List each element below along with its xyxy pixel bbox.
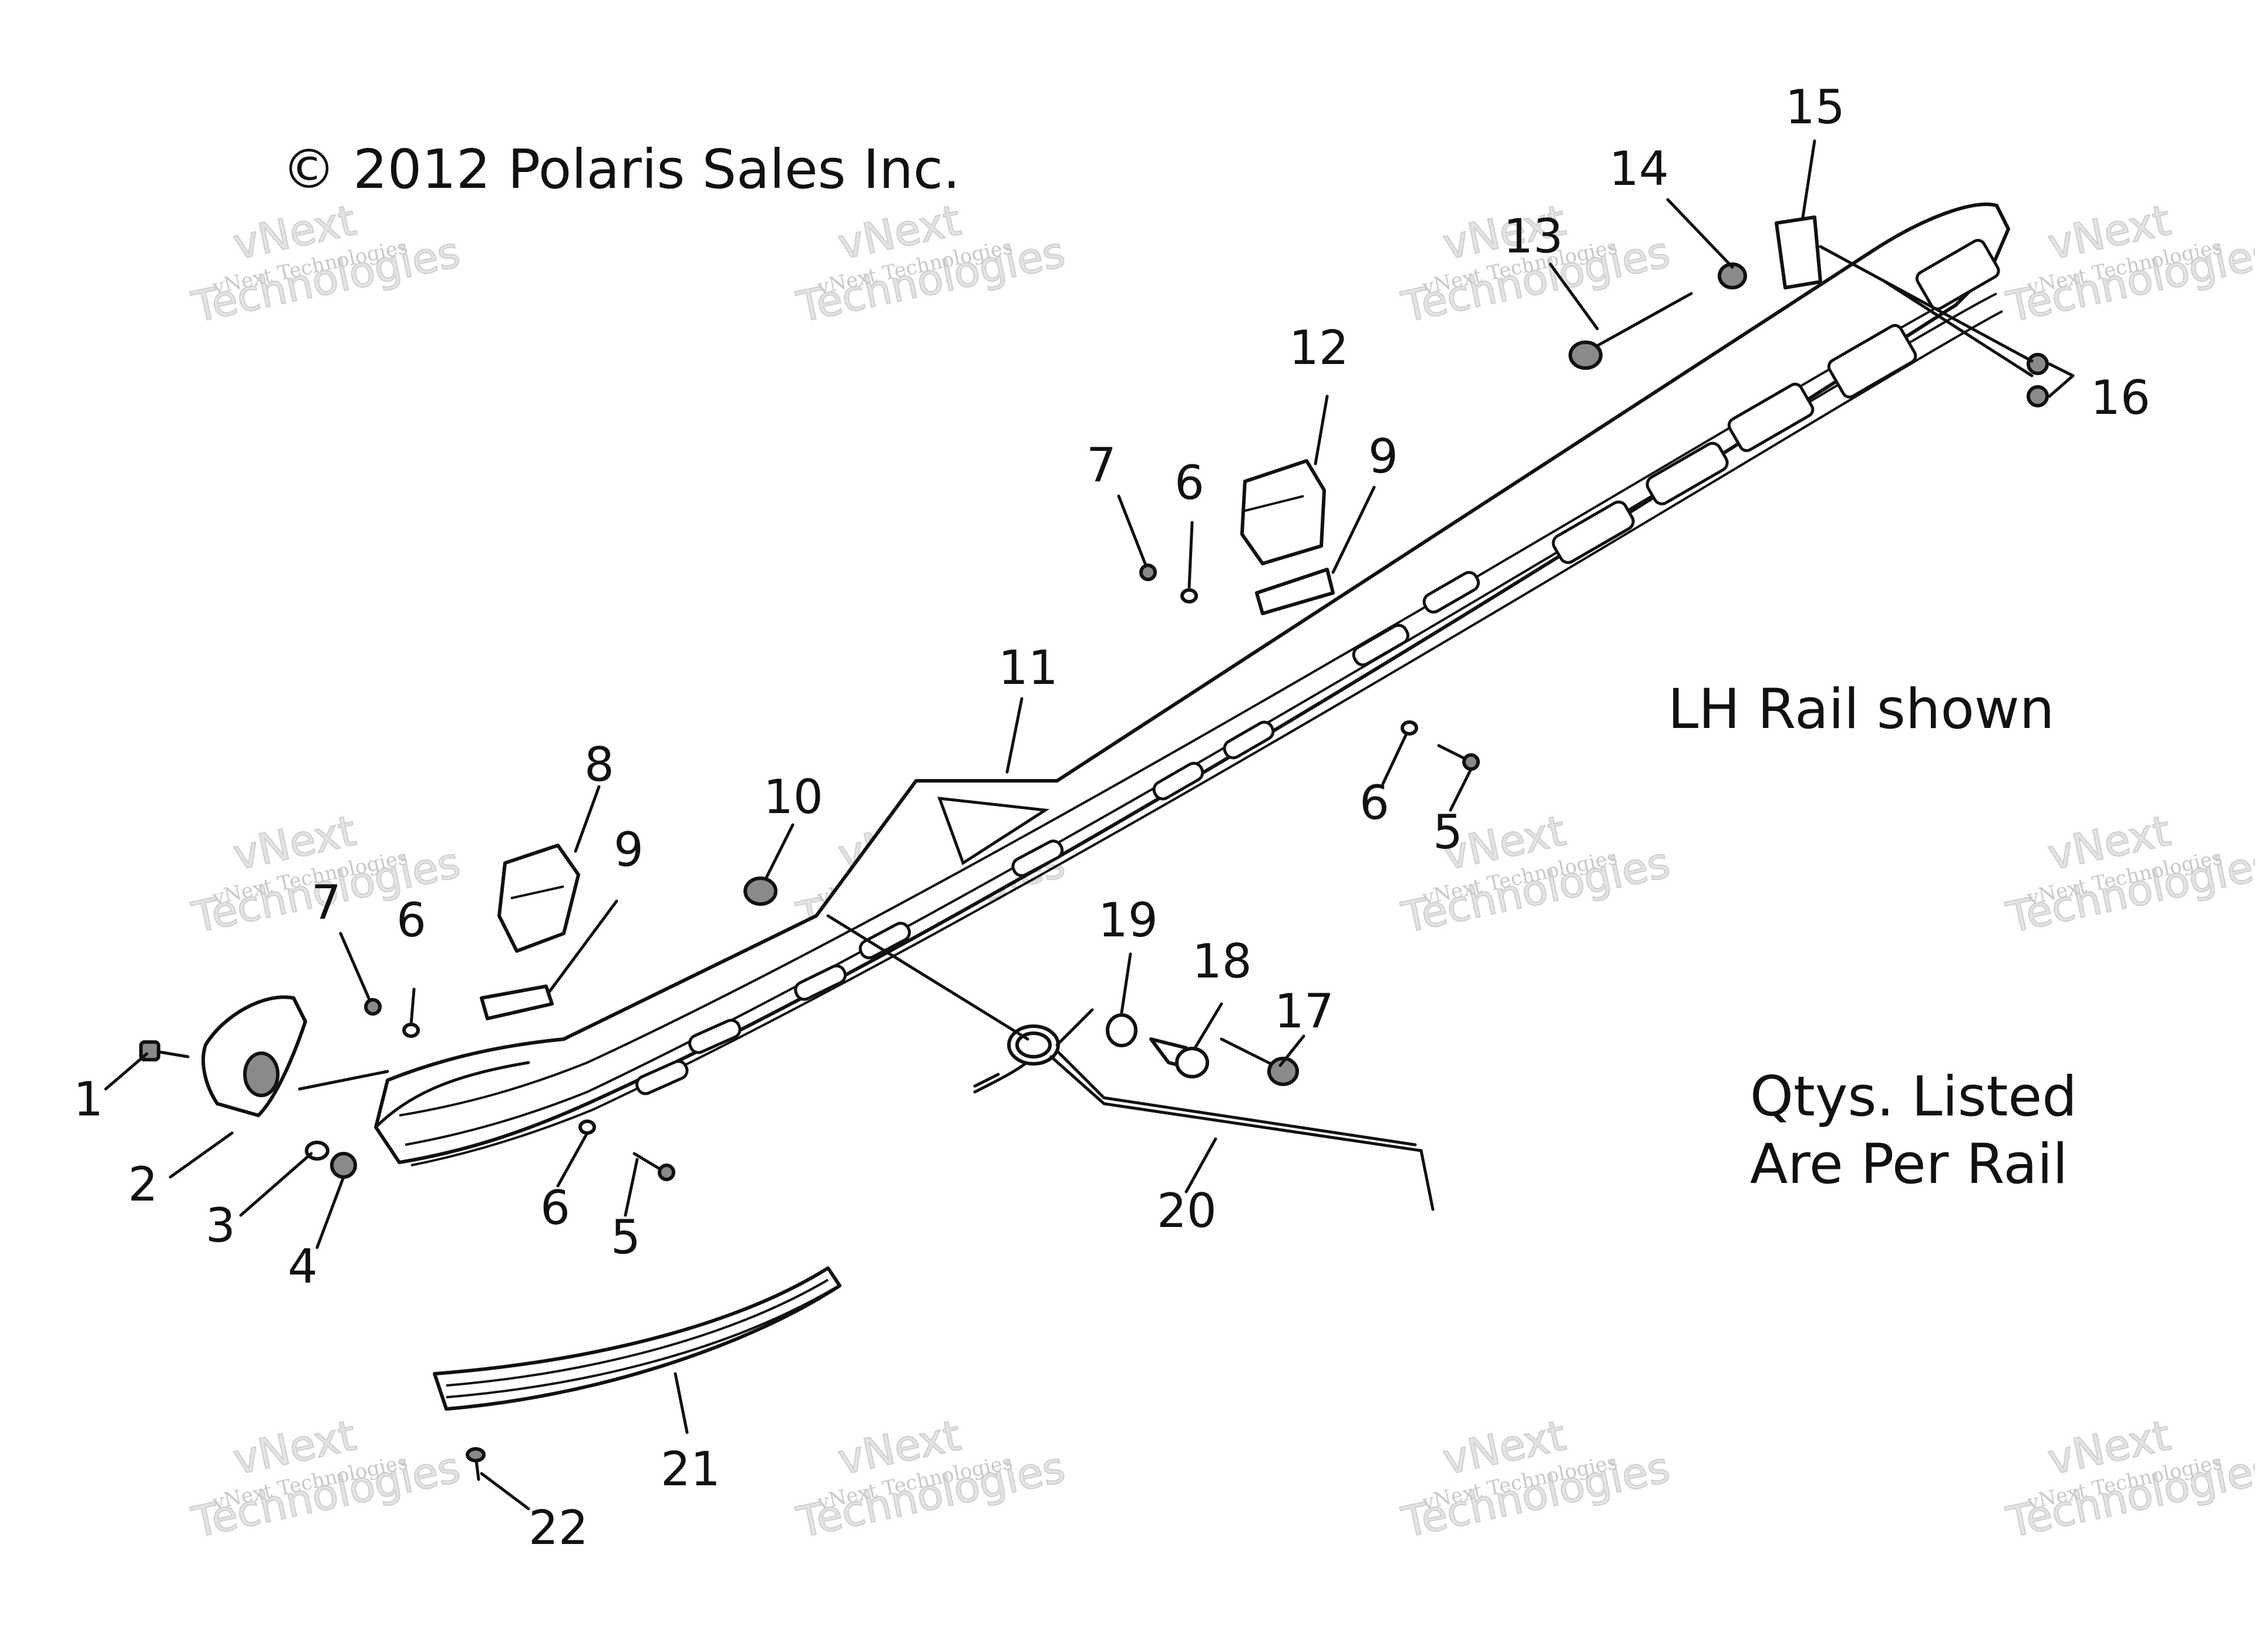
- callout-6-mid: 6: [1359, 776, 1389, 830]
- bolt-5-lower: [632, 1152, 675, 1181]
- callout-5-upper: 5: [1433, 805, 1463, 859]
- callout-2: 2: [128, 1157, 158, 1212]
- bushing-18: [1149, 1037, 1209, 1078]
- callout-4: 4: [288, 1239, 318, 1294]
- leader-lines: [104, 139, 2075, 1511]
- screw-22: [466, 1447, 486, 1481]
- washer-19: [1106, 1013, 1137, 1047]
- washer-6: [402, 1023, 420, 1038]
- copyright-text: © 2012 Polaris Sales Inc.: [282, 138, 960, 201]
- nut-10: [743, 876, 778, 906]
- watermark-grid: vNext Technologies vNext Technologies vN…: [187, 194, 2255, 1548]
- bumper-9-front: [480, 985, 554, 1020]
- rail-gusset-cutout: [937, 797, 1050, 865]
- callout-10: 10: [763, 770, 823, 824]
- callout-9-upper: 9: [1368, 429, 1398, 484]
- block-12: [1240, 459, 1326, 565]
- callout-7-upper: 7: [1086, 438, 1116, 493]
- callout-5-lower: 5: [611, 1210, 641, 1265]
- rail-flange-line: [410, 310, 2003, 1166]
- nut-14: [1718, 262, 1747, 289]
- rivet-16: [2027, 385, 2049, 407]
- rail-slots: [635, 238, 2000, 1095]
- callout-6-upper: 6: [1174, 456, 1204, 510]
- watermark: vNext Technologies vNext Technologies: [187, 1410, 465, 1548]
- rail-side-note: LH Rail shown: [1668, 677, 2054, 741]
- callout-1: 1: [73, 1072, 103, 1127]
- watermark: vNext Technologies vNext Technologies: [2002, 1410, 2255, 1548]
- bumper-9-rear: [1255, 568, 1335, 615]
- callouts: 1 2 3 4 5 5 6 6 6 6 7 7 8 9 9 10 11 12 1…: [73, 80, 2150, 1555]
- callout-19: 19: [1098, 893, 1158, 948]
- bolt-1: [139, 1040, 190, 1061]
- rail-flange-line: [399, 275, 1997, 1117]
- watermark: vNext Technologies vNext Technologies: [2002, 194, 2255, 332]
- callout-9-front: 9: [614, 822, 644, 877]
- callout-15: 15: [1785, 80, 1845, 134]
- nut-7: [364, 998, 382, 1016]
- callout-20: 20: [1157, 1184, 1217, 1238]
- watermark: vNext Technologies vNext Technologies: [187, 194, 465, 332]
- callout-6-lower: 6: [540, 1181, 570, 1235]
- callout-16: 16: [2091, 370, 2150, 425]
- rail-flange-line: [405, 292, 1997, 1146]
- watermark: vNext Technologies vNext Technologies: [792, 1410, 1070, 1548]
- callout-21: 21: [661, 1442, 721, 1496]
- bolt-5-upper: [1437, 744, 1480, 771]
- callout-3: 3: [206, 1198, 235, 1253]
- callout-11: 11: [998, 640, 1058, 695]
- bumper-2: [201, 995, 307, 1117]
- callout-14: 14: [1609, 141, 1669, 196]
- watermark: vNext Technologies vNext Technologies: [2002, 805, 2255, 943]
- washer-6: [1401, 720, 1418, 736]
- callout-12: 12: [1289, 321, 1349, 375]
- torsion-spring: [973, 1008, 1435, 1211]
- callout-8: 8: [584, 737, 614, 792]
- washer-6: [1180, 588, 1198, 604]
- qty-note-line1: Qtys. Listed: [1750, 1065, 2077, 1129]
- bolt-13: [1569, 292, 1693, 370]
- slide-part: [433, 1266, 842, 1411]
- watermark: vNext Technologies vNext Technologies: [1397, 1410, 1675, 1548]
- callout-7-front: 7: [311, 875, 341, 930]
- callout-18: 18: [1192, 934, 1252, 989]
- bracket-15: [1775, 215, 1822, 289]
- callout-17: 17: [1274, 984, 1334, 1039]
- callout-13: 13: [1503, 209, 1563, 264]
- qty-note-line2: Are Per Rail: [1750, 1132, 2068, 1196]
- washer-6: [578, 1120, 596, 1135]
- rivet-16: [2027, 353, 2049, 375]
- nut-4: [330, 1152, 357, 1179]
- callout-6-front: 6: [396, 893, 426, 948]
- nut-7: [1139, 564, 1157, 581]
- wear-block-8: [497, 844, 580, 953]
- bolt-17: [1220, 1037, 1299, 1086]
- watermark: vNext Technologies vNext Technologies: [1397, 805, 1675, 943]
- rail-front-tip: [374, 1061, 530, 1129]
- rail-assembly: [374, 203, 2010, 1166]
- callout-22: 22: [529, 1501, 588, 1555]
